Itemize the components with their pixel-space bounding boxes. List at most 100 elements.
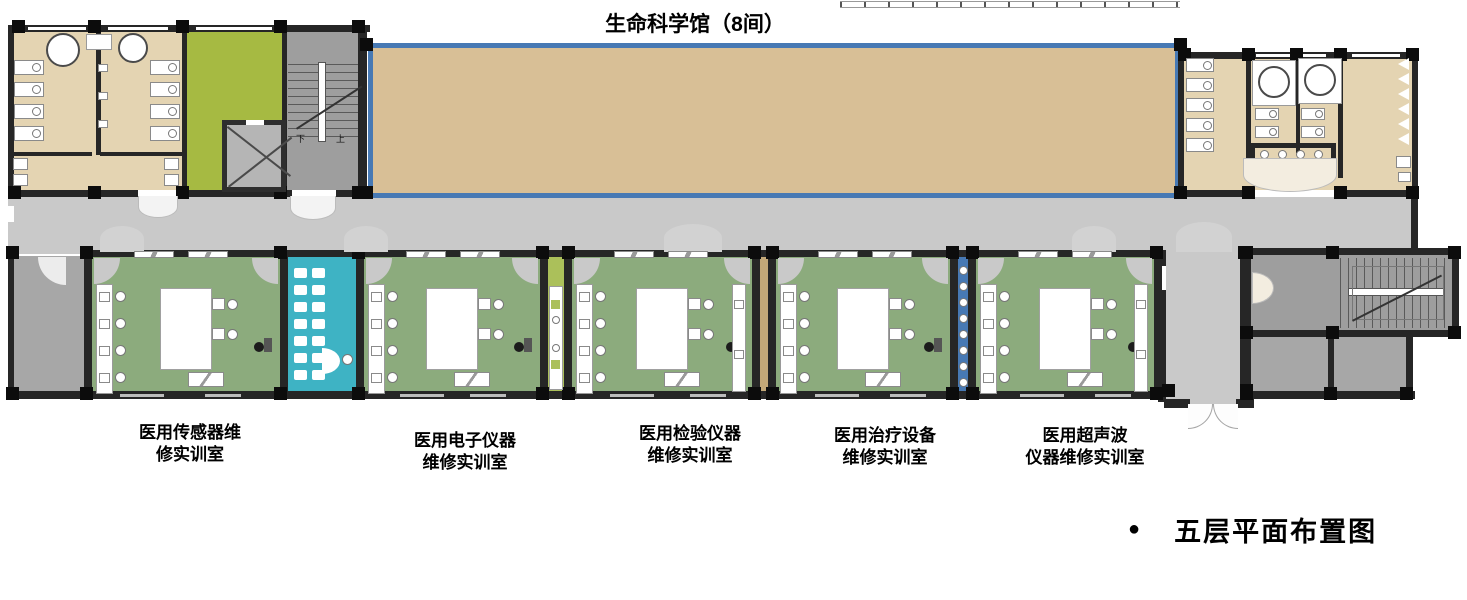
sink-icon <box>1258 66 1290 98</box>
urinal-icon <box>1398 58 1409 70</box>
stool-icon <box>115 345 126 356</box>
toilet-icon <box>32 85 41 94</box>
student-desk <box>312 370 325 380</box>
toilet-icon <box>1315 128 1323 136</box>
side-desk <box>212 298 225 310</box>
toilet-icon <box>1315 110 1323 118</box>
stool-icon <box>387 345 398 356</box>
room-label-therapy: 医用治疗设备维修实训室 <box>834 426 936 467</box>
student-desk <box>312 319 325 329</box>
plan-title: 生命科学馆（8间） <box>605 13 785 36</box>
prep-block <box>551 300 560 309</box>
window <box>614 251 654 258</box>
side-table <box>454 372 490 387</box>
stool-icon <box>1106 299 1117 310</box>
window <box>1095 394 1131 397</box>
door-swing <box>1072 226 1116 252</box>
student-desk <box>312 268 325 278</box>
bullet-icon: ● <box>1128 518 1141 540</box>
stool-icon <box>595 345 606 356</box>
column <box>352 20 365 33</box>
window <box>196 27 272 30</box>
urinal-icon <box>13 158 28 170</box>
workstation <box>783 319 794 329</box>
window <box>610 394 654 397</box>
stool-icon <box>959 378 968 387</box>
side-desk <box>889 298 902 310</box>
urinal-icon <box>1398 88 1409 100</box>
wall <box>8 25 14 195</box>
workstation <box>983 373 994 383</box>
instrument-icon <box>1128 342 1138 352</box>
window <box>1020 394 1064 397</box>
column <box>6 387 19 400</box>
window <box>818 251 858 258</box>
wall <box>1236 399 1254 408</box>
toilet-icon <box>168 85 177 94</box>
workstation <box>783 292 794 302</box>
column <box>352 387 365 400</box>
room-gray-br-2 <box>1334 337 1406 391</box>
stool-icon <box>115 291 126 302</box>
side-desk <box>478 328 491 340</box>
window <box>872 251 912 258</box>
stool-icon <box>999 291 1010 302</box>
stool-icon <box>703 329 714 340</box>
divider-prep-blue <box>958 256 968 396</box>
wall <box>950 250 958 399</box>
column <box>1290 48 1303 61</box>
window <box>406 251 446 258</box>
workstation <box>783 346 794 356</box>
toilet-icon <box>168 63 177 72</box>
side-desk <box>478 298 491 310</box>
basin-icon <box>552 344 560 352</box>
stool-icon <box>115 372 126 383</box>
divider-prep-tan <box>760 256 768 396</box>
workstation <box>99 292 110 302</box>
window <box>1018 251 1058 258</box>
stool-icon <box>595 372 606 383</box>
toilet-icon <box>1269 128 1277 136</box>
workstation <box>983 319 994 329</box>
student-desk <box>312 336 325 346</box>
legend: ● 五层平面布置图 <box>1128 510 1377 549</box>
workstation <box>983 292 994 302</box>
student-desk <box>312 302 325 312</box>
stool-icon <box>799 372 810 383</box>
room-label-electronic: 医用电子仪器维修实训室 <box>414 431 516 472</box>
stair-frame <box>1352 266 1444 320</box>
column <box>1448 246 1461 259</box>
wall <box>356 250 364 399</box>
wall <box>100 152 182 156</box>
window <box>690 394 726 397</box>
workbench <box>1134 284 1148 392</box>
workstation <box>99 319 110 329</box>
side-desk <box>688 298 701 310</box>
column <box>360 38 373 51</box>
urinal-icon <box>1398 103 1409 115</box>
door-swing <box>344 226 388 252</box>
urinal-icon <box>1398 172 1411 182</box>
wall <box>280 250 288 399</box>
window <box>1352 54 1400 57</box>
window <box>668 251 708 258</box>
column <box>1178 48 1191 61</box>
wall <box>1245 248 1251 398</box>
toilet-icon <box>1203 101 1212 110</box>
wall <box>968 250 976 399</box>
work-table <box>636 288 688 370</box>
instrument-icon <box>924 342 934 352</box>
toilet-icon <box>32 129 41 138</box>
room-label-inspection: 医用检验仪器维修实训室 <box>639 424 741 465</box>
workstation <box>99 346 110 356</box>
sink-icon <box>118 33 148 63</box>
wall <box>8 391 1166 399</box>
toilet-icon <box>32 107 41 116</box>
wall <box>8 250 14 398</box>
door-gap <box>1246 190 1334 197</box>
toilet-icon <box>1203 121 1212 130</box>
stool-icon <box>387 318 398 329</box>
column <box>88 186 101 199</box>
column <box>274 20 287 33</box>
column <box>562 246 575 259</box>
